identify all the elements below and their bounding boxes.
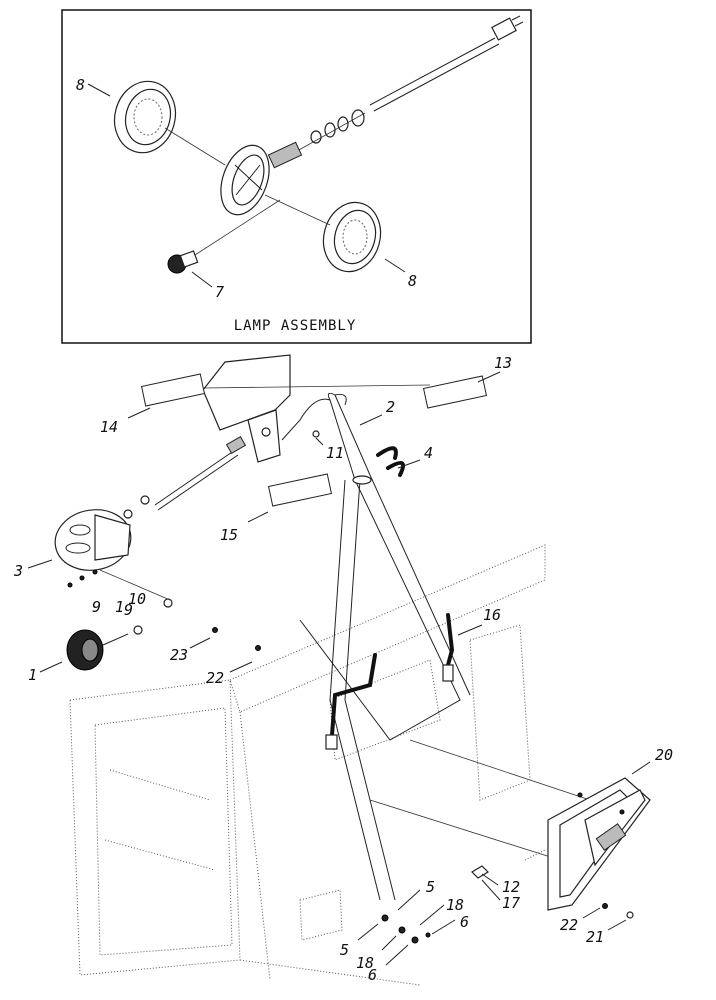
- decal-14: [140, 373, 206, 407]
- callout-10: 10: [128, 590, 146, 608]
- callout-12: 12: [502, 878, 520, 896]
- lamp-lens-right: [322, 201, 382, 273]
- callout-13: 13: [494, 354, 512, 372]
- machine-body-outline: [69, 544, 546, 986]
- callout-11: 11: [326, 444, 344, 462]
- callout-5-b: 5: [340, 941, 349, 959]
- callout-19: 1: [115, 598, 124, 616]
- callout-22-b: 22: [560, 916, 578, 934]
- callout-2: 2: [386, 398, 395, 416]
- lamp-cord: [369, 15, 524, 112]
- lamp-shield: [54, 509, 132, 571]
- callout-17: 17: [502, 894, 520, 912]
- callout-9: 9: [92, 598, 101, 616]
- callout-3: 3: [13, 562, 23, 580]
- callout-leaders: [27, 371, 651, 966]
- callout-23: 23: [170, 646, 188, 664]
- lamp-head: [66, 625, 143, 671]
- decal-13: [422, 375, 488, 409]
- lamp-assembly-title: LAMP ASSEMBLY: [234, 318, 357, 334]
- callout-6-a: 6: [460, 913, 469, 931]
- lamp-bracket: [202, 354, 320, 463]
- lamp-assembly-inset: LAMP ASSEMBLY: [61, 9, 532, 344]
- callout-21: 21: [586, 928, 604, 946]
- callout-8-left: 8: [76, 76, 85, 94]
- hook: [376, 446, 405, 477]
- lamp-lens-left: [113, 80, 177, 154]
- callout-20: 20: [655, 746, 673, 764]
- panel-20: [547, 777, 651, 911]
- callout-8-right: 8: [408, 272, 417, 290]
- lamp-housing: [220, 141, 303, 216]
- lamp-bulb: [167, 250, 199, 274]
- callout-22-a: 22: [206, 669, 224, 687]
- callout-15: 15: [220, 526, 238, 544]
- callout-1: 1: [28, 666, 37, 684]
- decal-15: [267, 473, 333, 507]
- callout-4: 4: [424, 444, 433, 462]
- callout-16: 16: [483, 606, 501, 624]
- callout-14: 14: [100, 418, 118, 436]
- callout-7: 7: [215, 283, 224, 301]
- callout-18-a: 18: [446, 896, 464, 914]
- lamp-cable: [154, 435, 247, 511]
- callout-18-b: 18: [356, 954, 374, 972]
- callout-5-a: 5: [426, 878, 435, 896]
- callout-9-b: 9: [124, 601, 133, 619]
- lamp-washers: [289, 109, 366, 156]
- small-hardware-left: [67, 569, 173, 608]
- callout-6-b: 6: [368, 966, 377, 984]
- harness-16: [446, 613, 455, 667]
- mast-tube: [281, 392, 471, 901]
- harness-left: [330, 653, 377, 737]
